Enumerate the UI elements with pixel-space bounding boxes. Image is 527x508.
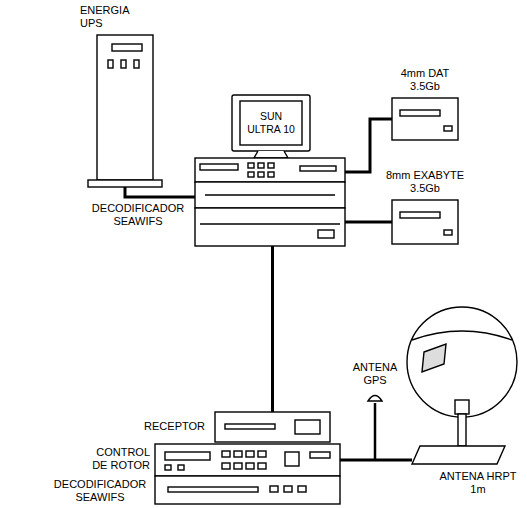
- cable-line: [345, 221, 392, 224]
- tape-slot: [400, 212, 440, 218]
- dish-reflector: [407, 307, 517, 417]
- dish-rim: [412, 331, 512, 340]
- tape-drive: [392, 98, 458, 140]
- rotor-button: [246, 451, 254, 457]
- equipment-label: RECEPTOR: [135, 420, 205, 433]
- unit-display: [200, 164, 238, 170]
- unit-button: [318, 230, 334, 238]
- unit-button: [268, 172, 274, 177]
- tape-button: [444, 126, 452, 131]
- receiver-panel: [295, 420, 320, 434]
- ups-display: [112, 44, 142, 51]
- unit-button: [248, 172, 254, 177]
- rotor-control-unit: [155, 444, 340, 476]
- rotor-button: [165, 465, 171, 470]
- gps-dome: [368, 396, 382, 402]
- gps-antenna: ANTENA GPS: [368, 392, 382, 403]
- monitor-screen: [240, 101, 302, 145]
- tape-button: [444, 230, 452, 235]
- hrpt-antenna: ANTENA HRPT 1m: [412, 307, 517, 464]
- rotor-button: [310, 452, 330, 458]
- tape-slot: [400, 110, 440, 116]
- decoder-box: DECODIFICADOR SEAWIFS: [155, 476, 340, 504]
- unit-slot: [300, 166, 336, 171]
- unit-button: [248, 163, 254, 168]
- rotor-display: [165, 452, 210, 460]
- unit-button: [284, 486, 292, 492]
- decoder-unit: [195, 182, 345, 208]
- unit-button: [258, 172, 264, 177]
- decoder-unit: [195, 158, 345, 182]
- unit-button: [258, 163, 264, 168]
- receiver-box: RECEPTOR: [215, 412, 330, 442]
- unit-button: [298, 486, 306, 492]
- dish-base: [412, 446, 505, 464]
- receiver-slot: [225, 424, 275, 429]
- unit-slot: [205, 194, 335, 195]
- unit-button: [270, 486, 278, 492]
- equipment-label: DECODIFICADOR SEAWIFS: [50, 478, 150, 504]
- cable-line: [125, 187, 195, 197]
- workstation-screen: SUN ULTRA 10: [240, 101, 302, 145]
- unit-slot: [168, 487, 258, 492]
- rotor-button: [258, 451, 266, 457]
- unit-button: [268, 163, 274, 168]
- decoder-unit: [195, 208, 345, 246]
- rotor-button: [285, 452, 299, 466]
- cable-line: [345, 119, 392, 172]
- decoder-unit: [155, 476, 340, 504]
- ups-base: [88, 180, 162, 187]
- ups-body: [97, 35, 153, 180]
- ups-button: [108, 60, 113, 68]
- ups-button: [134, 60, 139, 68]
- ups-button: [121, 60, 126, 68]
- dat-drive: 4mm DAT 3.5Gb: [392, 98, 458, 140]
- rotor-button: [178, 465, 184, 470]
- ups-unit: ENERGIA UPS: [88, 35, 162, 187]
- equipment-label: 4mm DAT 3.5Gb: [395, 67, 455, 93]
- rotor-button: [234, 451, 242, 457]
- rotor-button: [234, 463, 242, 469]
- cable-line: [271, 246, 274, 412]
- equipment-label: DECODIFICADOR SEAWIFS: [88, 202, 188, 228]
- exabyte-drive: 8mm EXABYTE 3.5Gb: [392, 200, 458, 244]
- rotor-button: [222, 463, 230, 469]
- gps-mast: [374, 403, 377, 460]
- receiver-unit: [215, 412, 330, 442]
- rotor-button: [258, 463, 266, 469]
- monitor-frame: [232, 95, 310, 151]
- dish-pedestal: [458, 414, 466, 446]
- monitor-stand: [254, 151, 288, 158]
- dish-feed: [455, 400, 469, 414]
- tape-drive: [392, 200, 458, 244]
- unit-line: [200, 223, 340, 224]
- equipment-label: ENERGIA UPS: [80, 4, 140, 30]
- equipment-label: SUN ULTRA 10: [242, 110, 300, 136]
- rotor-button: [246, 463, 254, 469]
- rotor-control-box: CONTROL DE ROTOR: [155, 444, 340, 476]
- decoder-stack: DECODIFICADOR SEAWIFS: [195, 158, 345, 246]
- rotor-button: [222, 451, 230, 457]
- cable-line: [340, 459, 412, 462]
- equipment-label: ANTENA HRPT 1m: [437, 470, 519, 496]
- equipment-label: 8mm EXABYTE 3.5Gb: [383, 169, 467, 195]
- dish-panel: [422, 344, 446, 372]
- equipment-label: CONTROL DE ROTOR: [88, 446, 150, 472]
- equipment-label: ANTENA GPS: [350, 361, 400, 387]
